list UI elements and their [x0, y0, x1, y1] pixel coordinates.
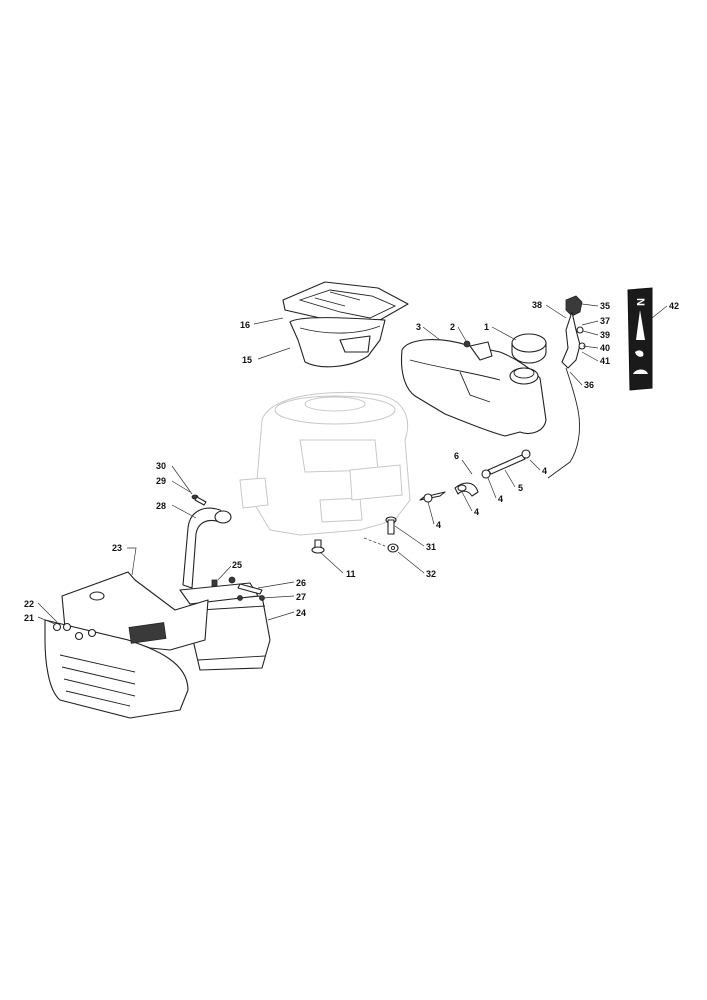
fuel-hose-assembly	[419, 449, 531, 503]
rabbit-icon	[635, 350, 644, 357]
part-23-muffler-guard	[44, 571, 209, 719]
callout-4: 4	[498, 494, 503, 504]
callout-15: 15	[242, 355, 252, 365]
part-32-nut	[387, 543, 399, 553]
part-42-throttle-decal: N	[627, 287, 653, 391]
engine-ghost	[239, 391, 411, 536]
throttle-control-assembly	[547, 295, 586, 479]
callout-32: 32	[426, 569, 436, 579]
callout-35: 35	[600, 301, 610, 311]
callout-2: 2	[450, 322, 455, 332]
callout-41: 41	[600, 356, 610, 366]
callout-11: 11	[346, 569, 356, 579]
callout-37: 37	[600, 316, 610, 326]
part-3-fuel-tank	[400, 339, 547, 437]
part-21-22-screws	[52, 622, 97, 641]
decal-n-symbol: N	[634, 298, 646, 306]
callout-22: 22	[24, 599, 34, 609]
callout-16: 16	[240, 320, 250, 330]
callout-labels: 1 2 3 4 4 4 4 5 6 11 15 16 21 22 23 24 2…	[24, 300, 679, 623]
part-25-27-hardware	[211, 576, 265, 601]
callout-26: 26	[296, 578, 306, 588]
callout-39: 39	[600, 330, 610, 340]
callout-40: 40	[600, 343, 610, 353]
leader-lines	[37, 303, 668, 625]
callout-24: 24	[296, 608, 306, 618]
callout-25: 25	[232, 560, 242, 570]
turtle-icon	[633, 369, 648, 374]
callout-4: 4	[474, 507, 479, 517]
part-2-screw	[463, 340, 471, 348]
part-29-30-bolts	[191, 494, 207, 506]
callout-29: 29	[156, 476, 166, 486]
callout-38: 38	[532, 300, 542, 310]
part-15-shroud	[289, 317, 386, 368]
callout-28: 28	[156, 501, 166, 511]
callout-31: 31	[426, 542, 436, 552]
part-1-fuel-cap	[511, 333, 547, 364]
callout-4: 4	[542, 466, 547, 476]
callout-4: 4	[436, 520, 441, 530]
callout-6: 6	[454, 451, 459, 461]
callout-42: 42	[669, 301, 679, 311]
part-28-exhaust-pipe	[182, 507, 232, 589]
part-11-bolt	[311, 539, 325, 554]
part-31-bolt	[385, 516, 397, 535]
callout-23: 23	[112, 543, 122, 553]
callout-1: 1	[484, 322, 489, 332]
callout-27: 27	[296, 592, 306, 602]
callout-30: 30	[156, 461, 166, 471]
callout-21: 21	[24, 613, 34, 623]
callout-3: 3	[416, 322, 421, 332]
callout-5: 5	[518, 483, 523, 493]
callout-36: 36	[584, 380, 594, 390]
